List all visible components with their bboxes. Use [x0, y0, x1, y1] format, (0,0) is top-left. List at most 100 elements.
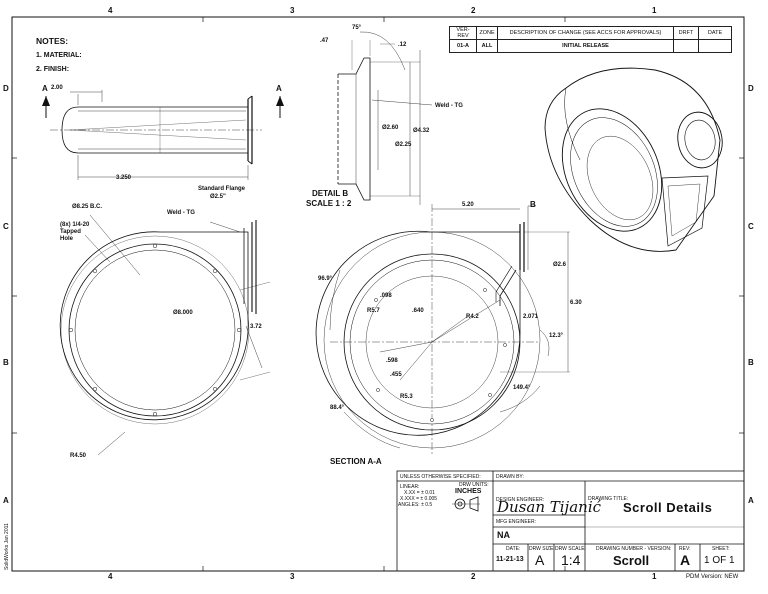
- dim-detail-dia-2-60: Ø2.60: [382, 125, 399, 131]
- dim-6-30: 6.30: [570, 300, 582, 306]
- dim-r5-7: R5.7: [367, 308, 380, 314]
- dim-149-4deg: 149.4°: [513, 385, 531, 391]
- tb-sheet-value: 1 OF 1: [704, 555, 735, 566]
- rev-date-value: [698, 39, 732, 53]
- tb-design-engineer-signature: Dusan Tijanić: [497, 498, 602, 516]
- tb-angles: ANGLES: ± 0.5: [398, 502, 433, 508]
- dim-standard-flange: Standard Flange: [198, 186, 246, 192]
- zone-right-a: A: [748, 496, 754, 505]
- rev-col-ver: VER-REV: [449, 26, 477, 40]
- tb-mfg-engineer-value: NA: [497, 530, 510, 540]
- projection-symbol: [452, 496, 480, 512]
- tb-drawing-number-value: Scroll: [613, 553, 650, 568]
- detail-b-view: [337, 31, 433, 205]
- section-a-a-title: SECTION A-A: [330, 457, 382, 466]
- dim-detail-47: .47: [320, 38, 329, 44]
- tb-date-label: DATE:: [506, 546, 521, 552]
- detail-b-title: DETAIL B: [312, 189, 349, 198]
- dim-left-weld: Weld - TG: [167, 210, 195, 216]
- dim-96-9deg: 96.9°: [318, 276, 333, 282]
- section-arrow-left-letter: A: [42, 84, 48, 93]
- side-view-pipe: [45, 90, 281, 180]
- tb-unless-label: UNLESS OTHERWISE SPECIFIED:: [400, 474, 481, 480]
- tb-units-value: INCHES: [455, 488, 482, 495]
- zone-top-3: 3: [290, 6, 295, 15]
- dim-3-72: 3.72: [250, 324, 262, 330]
- rev-col-date: DATE: [698, 26, 732, 40]
- notes-title: NOTES:: [36, 36, 69, 46]
- tb-design-engineer-label: DESIGN ENGINEER:: [496, 497, 545, 503]
- dim-455: .455: [390, 372, 402, 378]
- dim-detail-weld: Weld - TG: [435, 103, 463, 109]
- revision-row: 01-A ALL INITIAL RELEASE: [449, 39, 732, 53]
- zone-right-c: C: [748, 222, 754, 231]
- dim-bolt-circle: Ø8.25 B.C.: [72, 204, 103, 210]
- revision-table: VER-REV ZONE DESCRIPTION OF CHANGE (SEE …: [449, 26, 732, 53]
- revision-header-row: VER-REV ZONE DESCRIPTION OF CHANGE (SEE …: [449, 26, 732, 40]
- dim-12-3deg: 12.3°: [549, 333, 564, 339]
- dim-tapped-holes-2: Tapped: [60, 229, 81, 235]
- rev-col-drft: DRFT: [673, 26, 699, 40]
- section-arrow-right-letter: A: [276, 84, 282, 93]
- zone-bottom-3: 3: [290, 572, 295, 581]
- zone-top-4: 4: [108, 6, 113, 15]
- zone-bottom-2: 2: [471, 572, 476, 581]
- dim-2-00: 2.00: [51, 85, 63, 91]
- rev-description-value: INITIAL RELEASE: [497, 39, 674, 53]
- dim-detail-75deg: 75°: [352, 25, 362, 31]
- note-material: 1. MATERIAL:: [36, 52, 82, 59]
- tb-tol-xxx: X.XXX = ± 0.005: [400, 496, 438, 502]
- dim-3-250: 3.250: [116, 175, 132, 181]
- dim-5-20: 5.20: [462, 202, 474, 208]
- dim-tapped-holes-1: (8x) 1/4-20: [60, 222, 90, 228]
- dim-tapped-holes-3: Hole: [60, 236, 74, 242]
- sheet-border: [11, 16, 745, 572]
- dim-detail-dia-2-25: Ø2.25: [395, 142, 412, 148]
- tb-drawing-title-label: DRAWING TITLE:: [588, 496, 629, 502]
- zone-left-a: A: [3, 496, 9, 505]
- dim-flange-dia: Ø2.5": [210, 194, 226, 200]
- bolt-holes: [68, 243, 242, 417]
- dim-dia-2-6: Ø2.6: [553, 262, 567, 268]
- rev-col-description: DESCRIPTION OF CHANGE (SEE ACCS FOR APPR…: [497, 26, 674, 40]
- dim-dia-8-000: Ø8.000: [173, 310, 193, 316]
- zone-bottom-4: 4: [108, 572, 113, 581]
- dim-88-4deg: 88.4°: [330, 405, 345, 411]
- dim-detail-dia-4-32: Ø4.32: [413, 128, 430, 134]
- tb-units-label: DRW UNITS:: [459, 482, 489, 488]
- section-a-a-view: [315, 204, 570, 455]
- tb-drawn-by-label: DRAWN BY:: [496, 474, 524, 480]
- dim-r4-2: R4.2: [466, 314, 479, 320]
- dim-detail-12: .12: [398, 42, 407, 48]
- note-finish: 2. FINISH:: [36, 66, 70, 73]
- rev-col-zone: ZONE: [476, 26, 498, 40]
- tb-rev-label: REV:: [679, 546, 691, 552]
- tb-drw-size-label: DRW SIZE:: [529, 546, 555, 552]
- zone-left-d: D: [3, 84, 9, 93]
- dim-2-071: 2.071: [523, 314, 539, 320]
- zone-bottom-1: 1: [652, 572, 657, 581]
- zone-right-b: B: [748, 358, 754, 367]
- zone-left-b: B: [3, 358, 9, 367]
- tb-linear-label: LINEAR:: [400, 484, 420, 490]
- isometric-view: [544, 67, 723, 252]
- tb-date-value: 11-21-13: [496, 556, 524, 563]
- tb-drw-scale-value: 1:4: [561, 552, 581, 568]
- dim-640: .640: [412, 308, 424, 314]
- zone-top-2: 2: [471, 6, 476, 15]
- zone-right-d: D: [748, 84, 754, 93]
- zone-left-c: C: [3, 222, 9, 231]
- zone-top-1: 1: [652, 6, 657, 15]
- rev-zone-value: ALL: [476, 39, 498, 53]
- tb-drw-size-value: A: [535, 552, 545, 568]
- tb-mfg-engineer-label: MFG ENGINEER:: [496, 519, 537, 525]
- rev-ver-value: 01-A: [449, 39, 477, 53]
- front-view-scroll: [59, 214, 271, 456]
- detail-b-marker: B: [530, 200, 536, 209]
- tb-drw-scale-label: DRW SCALE:: [555, 546, 587, 552]
- detail-b-scale: SCALE 1 : 2: [306, 199, 352, 208]
- rev-drft-value: [673, 39, 699, 53]
- dim-098: .098: [380, 293, 392, 299]
